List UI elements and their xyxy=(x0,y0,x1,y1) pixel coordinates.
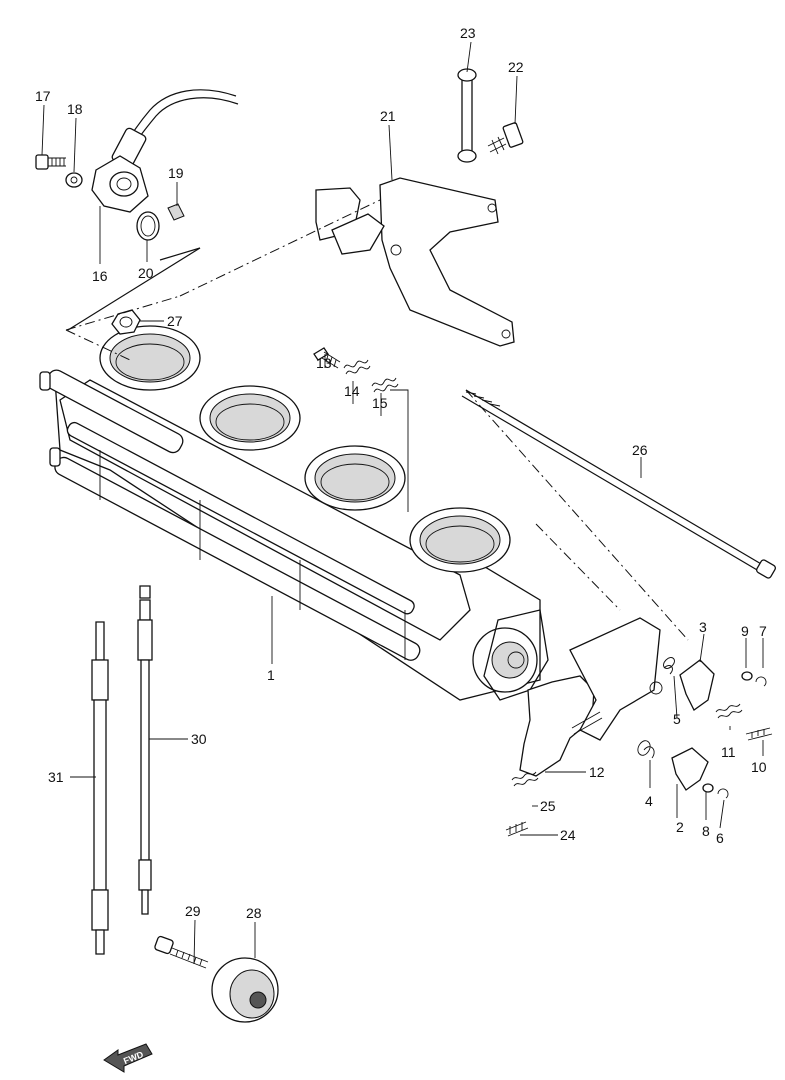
callout-1: 1 xyxy=(267,667,275,683)
throttle-body-assembly xyxy=(39,309,549,701)
sensor-adapter xyxy=(167,203,185,221)
screw-17 xyxy=(35,154,66,170)
callout-3: 3 xyxy=(699,619,707,635)
callout-13: 13 xyxy=(316,355,332,371)
spring-5 xyxy=(663,657,675,675)
forward-arrow-icon: FWD xyxy=(103,1043,153,1073)
bolt-29 xyxy=(154,935,209,969)
callout-25: 25 xyxy=(540,798,556,814)
spring-11 xyxy=(715,703,743,719)
callout-29: 29 xyxy=(185,903,201,919)
throttle-cables xyxy=(91,585,153,955)
clip-7 xyxy=(755,676,767,687)
cable-31 xyxy=(93,699,107,891)
callout-23: 23 xyxy=(460,25,476,41)
idle-screw-set xyxy=(313,347,399,393)
shaft-rod-26 xyxy=(461,389,776,579)
callout-31: 31 xyxy=(48,769,64,785)
lever-2 xyxy=(671,747,709,791)
cap-28 xyxy=(211,957,279,1023)
callout-9: 9 xyxy=(741,623,749,639)
washer-18 xyxy=(65,172,83,188)
bracket-strap xyxy=(461,69,473,161)
clip-6 xyxy=(717,788,729,799)
callout-2: 2 xyxy=(676,819,684,835)
callout-26: 26 xyxy=(632,442,648,458)
callout-16: 16 xyxy=(92,268,108,284)
callout-labels: 1 2 3 4 5 6 7 8 9 10 11 12 13 14 15 16 1… xyxy=(35,25,767,921)
callout-7: 7 xyxy=(759,623,767,639)
throttle-bracket xyxy=(379,177,515,347)
bolt-22 xyxy=(487,122,524,155)
callout-28: 28 xyxy=(246,905,262,921)
throttle-bore-1 xyxy=(99,325,201,391)
callout-27: 27 xyxy=(167,313,183,329)
bracket-group xyxy=(315,68,524,347)
callout-4: 4 xyxy=(645,793,653,809)
callout-10: 10 xyxy=(751,759,767,775)
callout-17: 17 xyxy=(35,88,51,104)
bottom-parts xyxy=(154,935,279,1023)
callout-8: 8 xyxy=(702,823,710,839)
callout-19: 19 xyxy=(168,165,184,181)
linkage-assembly xyxy=(505,617,773,837)
callout-15: 15 xyxy=(372,395,388,411)
washer-8 xyxy=(702,783,714,793)
throttle-pulley xyxy=(472,609,549,701)
spring-25 xyxy=(511,771,539,787)
callout-21: 21 xyxy=(380,108,396,124)
throttle-bore-4 xyxy=(409,507,511,573)
callout-12: 12 xyxy=(589,764,605,780)
callout-20: 20 xyxy=(138,265,154,281)
spring-4 xyxy=(637,740,655,759)
throttle-bore-3 xyxy=(304,445,406,511)
callout-24: 24 xyxy=(560,827,576,843)
callout-30: 30 xyxy=(191,731,207,747)
callout-leaders xyxy=(41,41,764,965)
callout-5: 5 xyxy=(673,711,681,727)
callout-22: 22 xyxy=(508,59,524,75)
throttle-bore-2 xyxy=(199,385,301,451)
washer-9 xyxy=(741,671,753,681)
screw-24 xyxy=(505,821,529,837)
throttle-position-sensor-group xyxy=(35,89,239,241)
cable-30 xyxy=(140,659,150,861)
link-plate-12 xyxy=(519,675,595,777)
callout-6: 6 xyxy=(716,830,724,846)
lever-3 xyxy=(679,659,715,711)
screw-10 xyxy=(745,727,773,741)
callout-14: 14 xyxy=(344,383,360,399)
link-lever xyxy=(569,617,661,741)
callout-11: 11 xyxy=(721,744,736,760)
callout-18: 18 xyxy=(67,101,83,117)
